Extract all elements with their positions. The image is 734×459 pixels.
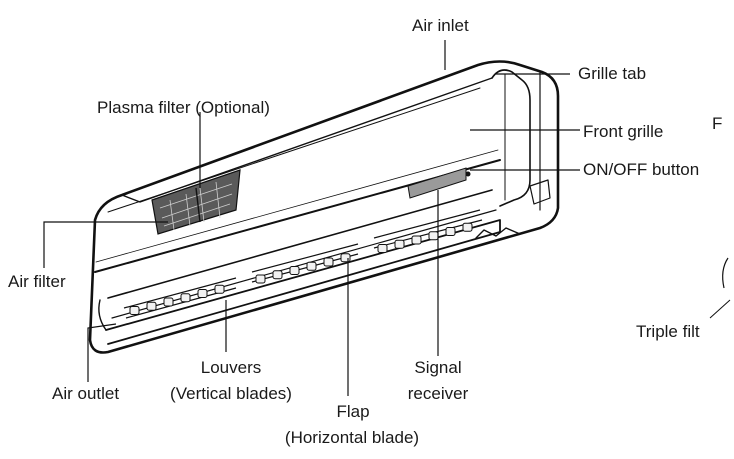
- louver-blades: [129, 222, 473, 315]
- label-flap-sub: (Horizontal blade): [284, 428, 420, 447]
- label-grille-tab: Grille tab: [578, 64, 647, 83]
- louver-blade: [462, 222, 473, 232]
- side-foot: [529, 179, 551, 205]
- louver-blade: [180, 293, 191, 303]
- louver-blade: [146, 301, 157, 311]
- louver-blade: [377, 244, 388, 253]
- leader-lines: [43, 40, 580, 396]
- louver-blade: [255, 274, 266, 284]
- outlet-top: [107, 189, 493, 299]
- label-signal: Signal: [414, 358, 462, 377]
- outlet-mid: [111, 209, 497, 319]
- louver-blade: [340, 253, 351, 263]
- cut-off-leader: [709, 299, 731, 319]
- label-cut-right-bottom: Triple filt: [636, 322, 700, 341]
- outlet-left-side: [98, 299, 107, 331]
- louver-blade: [163, 297, 174, 307]
- label-flap: Flap: [336, 402, 370, 421]
- louver-blade: [129, 306, 140, 315]
- cut-off-shape: [722, 257, 729, 289]
- flap-outline: [105, 219, 501, 345]
- label-air-filter: Air filter: [8, 272, 66, 291]
- on-off-button-dot: [465, 171, 471, 177]
- louver-blade: [428, 231, 439, 241]
- louver-blade: [411, 235, 422, 245]
- louver-blade: [323, 257, 334, 267]
- side-panel: [491, 69, 531, 207]
- grille-mid-line: [95, 149, 499, 263]
- label-on-off-button: ON/OFF button: [583, 160, 700, 179]
- label-signal-sub: receiver: [407, 384, 469, 403]
- leader-air-filter: [43, 221, 168, 268]
- leader-air-outlet: [87, 323, 117, 382]
- signal-receiver-window: [407, 167, 467, 199]
- louver-blade: [289, 266, 300, 275]
- top-rear-edge: [121, 77, 493, 203]
- label-cut-right-top: F: [712, 114, 723, 133]
- louver-blade: [306, 261, 317, 271]
- label-air-inlet: Air inlet: [412, 16, 469, 35]
- louver-blade: [214, 284, 225, 294]
- plasma-filter-shape: [151, 169, 241, 235]
- top-panel-line: [107, 87, 481, 213]
- label-plasma-filter: Plasma filter (Optional): [97, 98, 270, 117]
- bottom-notch: [475, 227, 521, 239]
- label-louvers-sub: (Vertical blades): [170, 384, 292, 403]
- label-front-grille: Front grille: [583, 122, 664, 141]
- label-air-outlet: Air outlet: [52, 384, 120, 403]
- louver-blade: [197, 289, 208, 298]
- louver-blade: [394, 239, 405, 249]
- louver-blade: [445, 227, 456, 236]
- label-louvers: Louvers: [200, 358, 262, 377]
- louver-blade: [272, 270, 283, 280]
